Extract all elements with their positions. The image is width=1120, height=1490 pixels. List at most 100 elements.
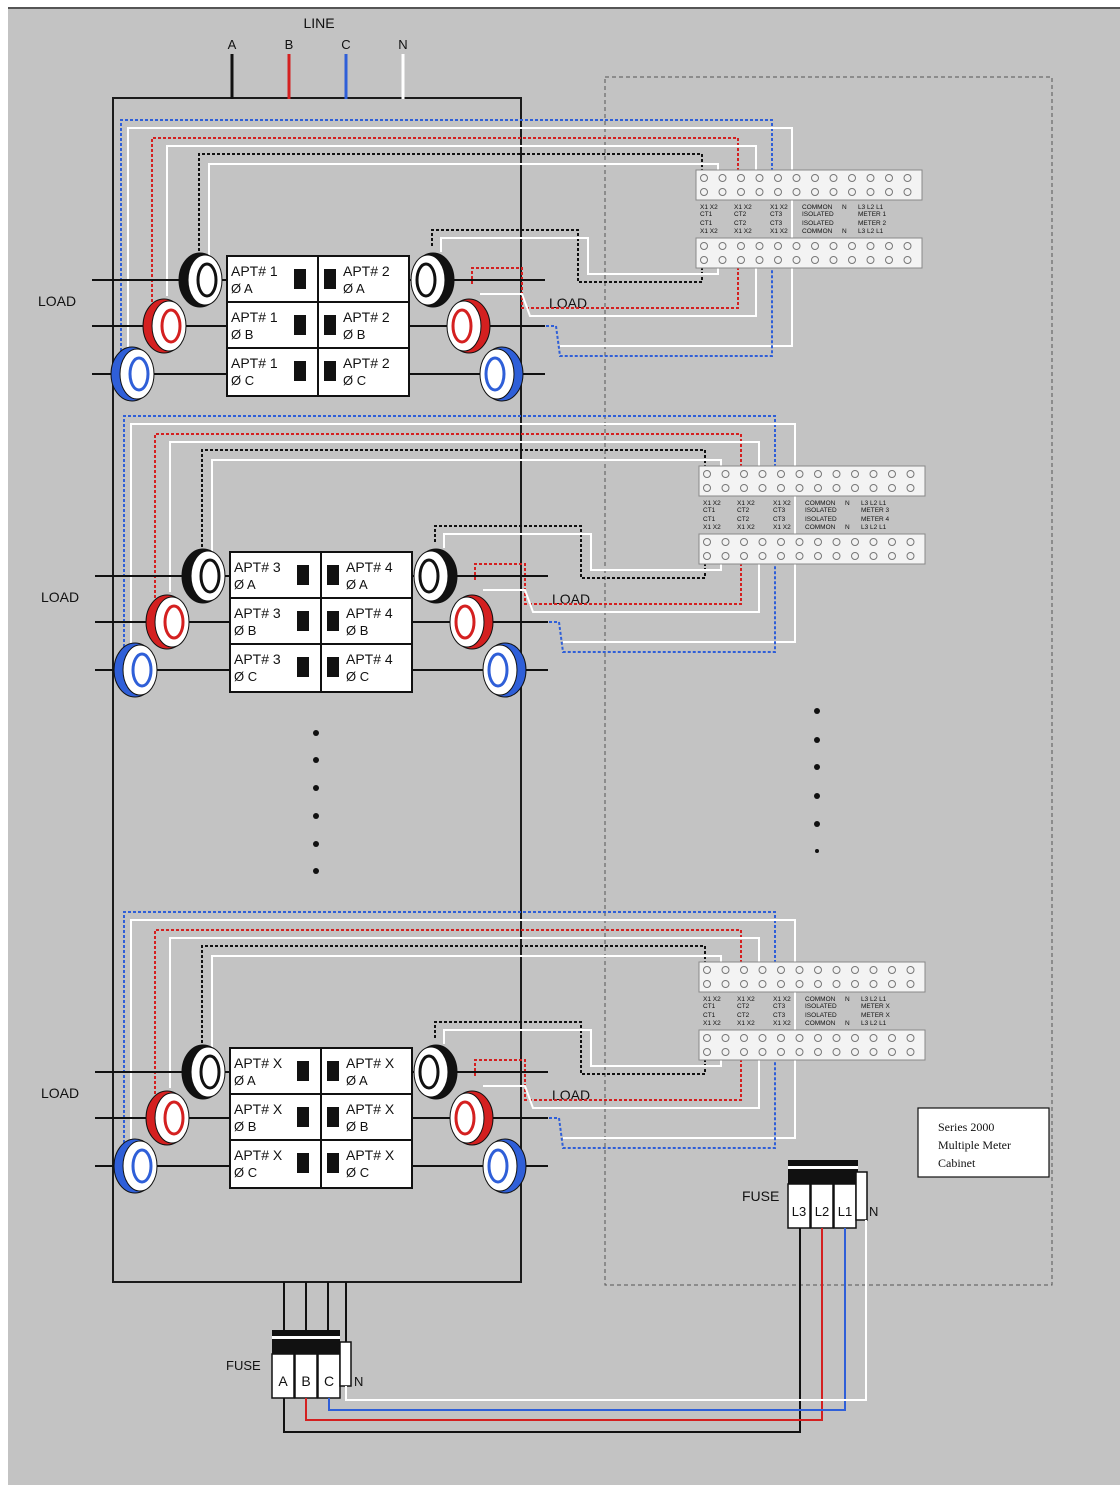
breaker-handle xyxy=(297,1107,309,1127)
terminal-sublabel: METER X xyxy=(861,1012,891,1019)
terminal-sublabel: METER 4 xyxy=(861,516,890,523)
terminal-sublabel: CT1 xyxy=(703,1012,716,1019)
terminal-label: COMMON xyxy=(805,1020,836,1027)
cabinet-caption-line-1: Series 2000 xyxy=(938,1120,994,1134)
terminal-label: L3 L2 L1 xyxy=(861,1020,887,1027)
ct-wiring xyxy=(123,911,796,1158)
breaker-handle xyxy=(297,1061,309,1081)
terminal-label: X1 X2 xyxy=(703,524,721,531)
ct-right-phase-c xyxy=(482,642,527,698)
line-phase-c-label: C xyxy=(341,37,350,52)
terminal-label: COMMON xyxy=(802,228,833,235)
terminal-sublabel: ISOLATED xyxy=(805,507,837,514)
breaker-handle xyxy=(327,1107,339,1127)
breaker-apt-label: APT# 3 xyxy=(234,651,281,667)
breaker-apt-label: APT# 4 xyxy=(346,559,393,575)
continuation-dots-cabinet xyxy=(814,708,820,853)
main-fuse-slot-b: B xyxy=(301,1373,310,1389)
terminal-label: N xyxy=(845,524,850,531)
meter-fuse: FUSE L3 L2 L1 N xyxy=(742,1160,878,1229)
terminal-sublabel: ISOLATED xyxy=(802,211,834,218)
ct-left-phase-b xyxy=(145,1090,190,1146)
breaker-phase-label: Ø C xyxy=(343,373,366,388)
main-fuse: FUSE A B C N xyxy=(226,1282,363,1399)
line-neutral-label: N xyxy=(398,37,407,52)
terminal-sublabel: CT1 xyxy=(700,211,713,218)
breaker-handle xyxy=(294,361,306,381)
terminal-sublabel: CT3 xyxy=(770,211,783,218)
ct-wiring xyxy=(123,415,796,662)
terminal-label: N xyxy=(842,228,847,235)
terminal-label: X1 X2 xyxy=(773,524,791,531)
breaker-apt-label: APT# 2 xyxy=(343,263,390,279)
breaker-phase-label: Ø C xyxy=(346,1165,369,1180)
breaker-apt-label: APT# X xyxy=(234,1147,283,1163)
terminal-label: X1 X2 xyxy=(703,996,721,1003)
breaker-apt-label: APT# X xyxy=(234,1101,283,1117)
cabinet-caption-line-2: Multiple Meter xyxy=(938,1138,1011,1152)
breaker-apt-label: APT# 3 xyxy=(234,605,281,621)
ct-left-phase-c xyxy=(110,346,155,402)
terminal-sublabel: CT3 xyxy=(773,1012,786,1019)
terminal-label: N xyxy=(842,204,847,211)
breaker-handle xyxy=(324,269,336,289)
terminal-label: L3 L2 L1 xyxy=(861,996,887,1003)
ct-wiring xyxy=(120,119,793,366)
terminal-label: COMMON xyxy=(805,996,836,1003)
breaker-phase-label: Ø A xyxy=(231,281,253,296)
ct-right-phase-c xyxy=(482,1138,527,1194)
breaker-apt-label: APT# 1 xyxy=(231,309,278,325)
terminal-sublabel: CT1 xyxy=(703,507,716,514)
breaker-handle xyxy=(324,315,336,335)
breaker-phase-label: Ø A xyxy=(343,281,365,296)
ct-left-phase-b xyxy=(142,298,187,354)
terminal-sublabel: METER X xyxy=(861,1003,891,1010)
line-phase-labels: A B C N xyxy=(228,37,408,52)
terminal-sublabel: ISOLATED xyxy=(802,220,834,227)
terminal-label: X1 X2 xyxy=(773,500,791,507)
breaker-handle xyxy=(297,565,309,585)
terminal-sublabel: ISOLATED xyxy=(805,516,837,523)
breaker-handle xyxy=(327,657,339,677)
breaker-phase-label: Ø B xyxy=(234,1119,256,1134)
line-title: LINE xyxy=(303,15,334,31)
terminal-label: X1 X2 xyxy=(773,996,791,1003)
terminal-sublabel: CT3 xyxy=(773,1003,786,1010)
terminal-label: L3 L2 L1 xyxy=(861,500,887,507)
load-label-left: LOAD xyxy=(41,589,79,605)
terminal-label: X1 X2 xyxy=(737,524,755,531)
meter-fuse-slot-l3: L3 xyxy=(792,1204,806,1219)
terminal-label: X1 X2 xyxy=(737,996,755,1003)
terminal-label: X1 X2 xyxy=(700,228,718,235)
terminal-sublabel: CT2 xyxy=(737,1003,750,1010)
ct-right-phase-a xyxy=(410,252,455,308)
breaker-handle xyxy=(327,611,339,631)
terminal-label: COMMON xyxy=(805,524,836,531)
ct-left-phase-a xyxy=(178,252,223,308)
terminal-label: X1 X2 xyxy=(737,1020,755,1027)
main-fuse-label: FUSE xyxy=(226,1358,261,1373)
terminal-sublabel: CT2 xyxy=(737,516,750,523)
terminal-sublabel: CT3 xyxy=(770,220,783,227)
breaker-phase-label: Ø B xyxy=(343,327,365,342)
cabinet-caption-line-3: Cabinet xyxy=(938,1156,976,1170)
meter-fuse-slot-l1: L1 xyxy=(838,1204,852,1219)
load-label-left: LOAD xyxy=(38,293,76,309)
terminal-sublabel: CT3 xyxy=(773,507,786,514)
breaker-apt-label: APT# X xyxy=(234,1055,283,1071)
breaker-phase-label: Ø A xyxy=(234,577,256,592)
terminal-sublabel: METER 1 xyxy=(858,211,887,218)
breaker-phase-label: Ø B xyxy=(346,1119,368,1134)
terminal-sublabel: CT2 xyxy=(734,211,747,218)
breaker-apt-label: APT# 4 xyxy=(346,605,393,621)
meter-fuse-neutral: N xyxy=(869,1204,878,1219)
meter-cabinet-outline xyxy=(604,76,1053,1286)
breaker-handle xyxy=(297,657,309,677)
